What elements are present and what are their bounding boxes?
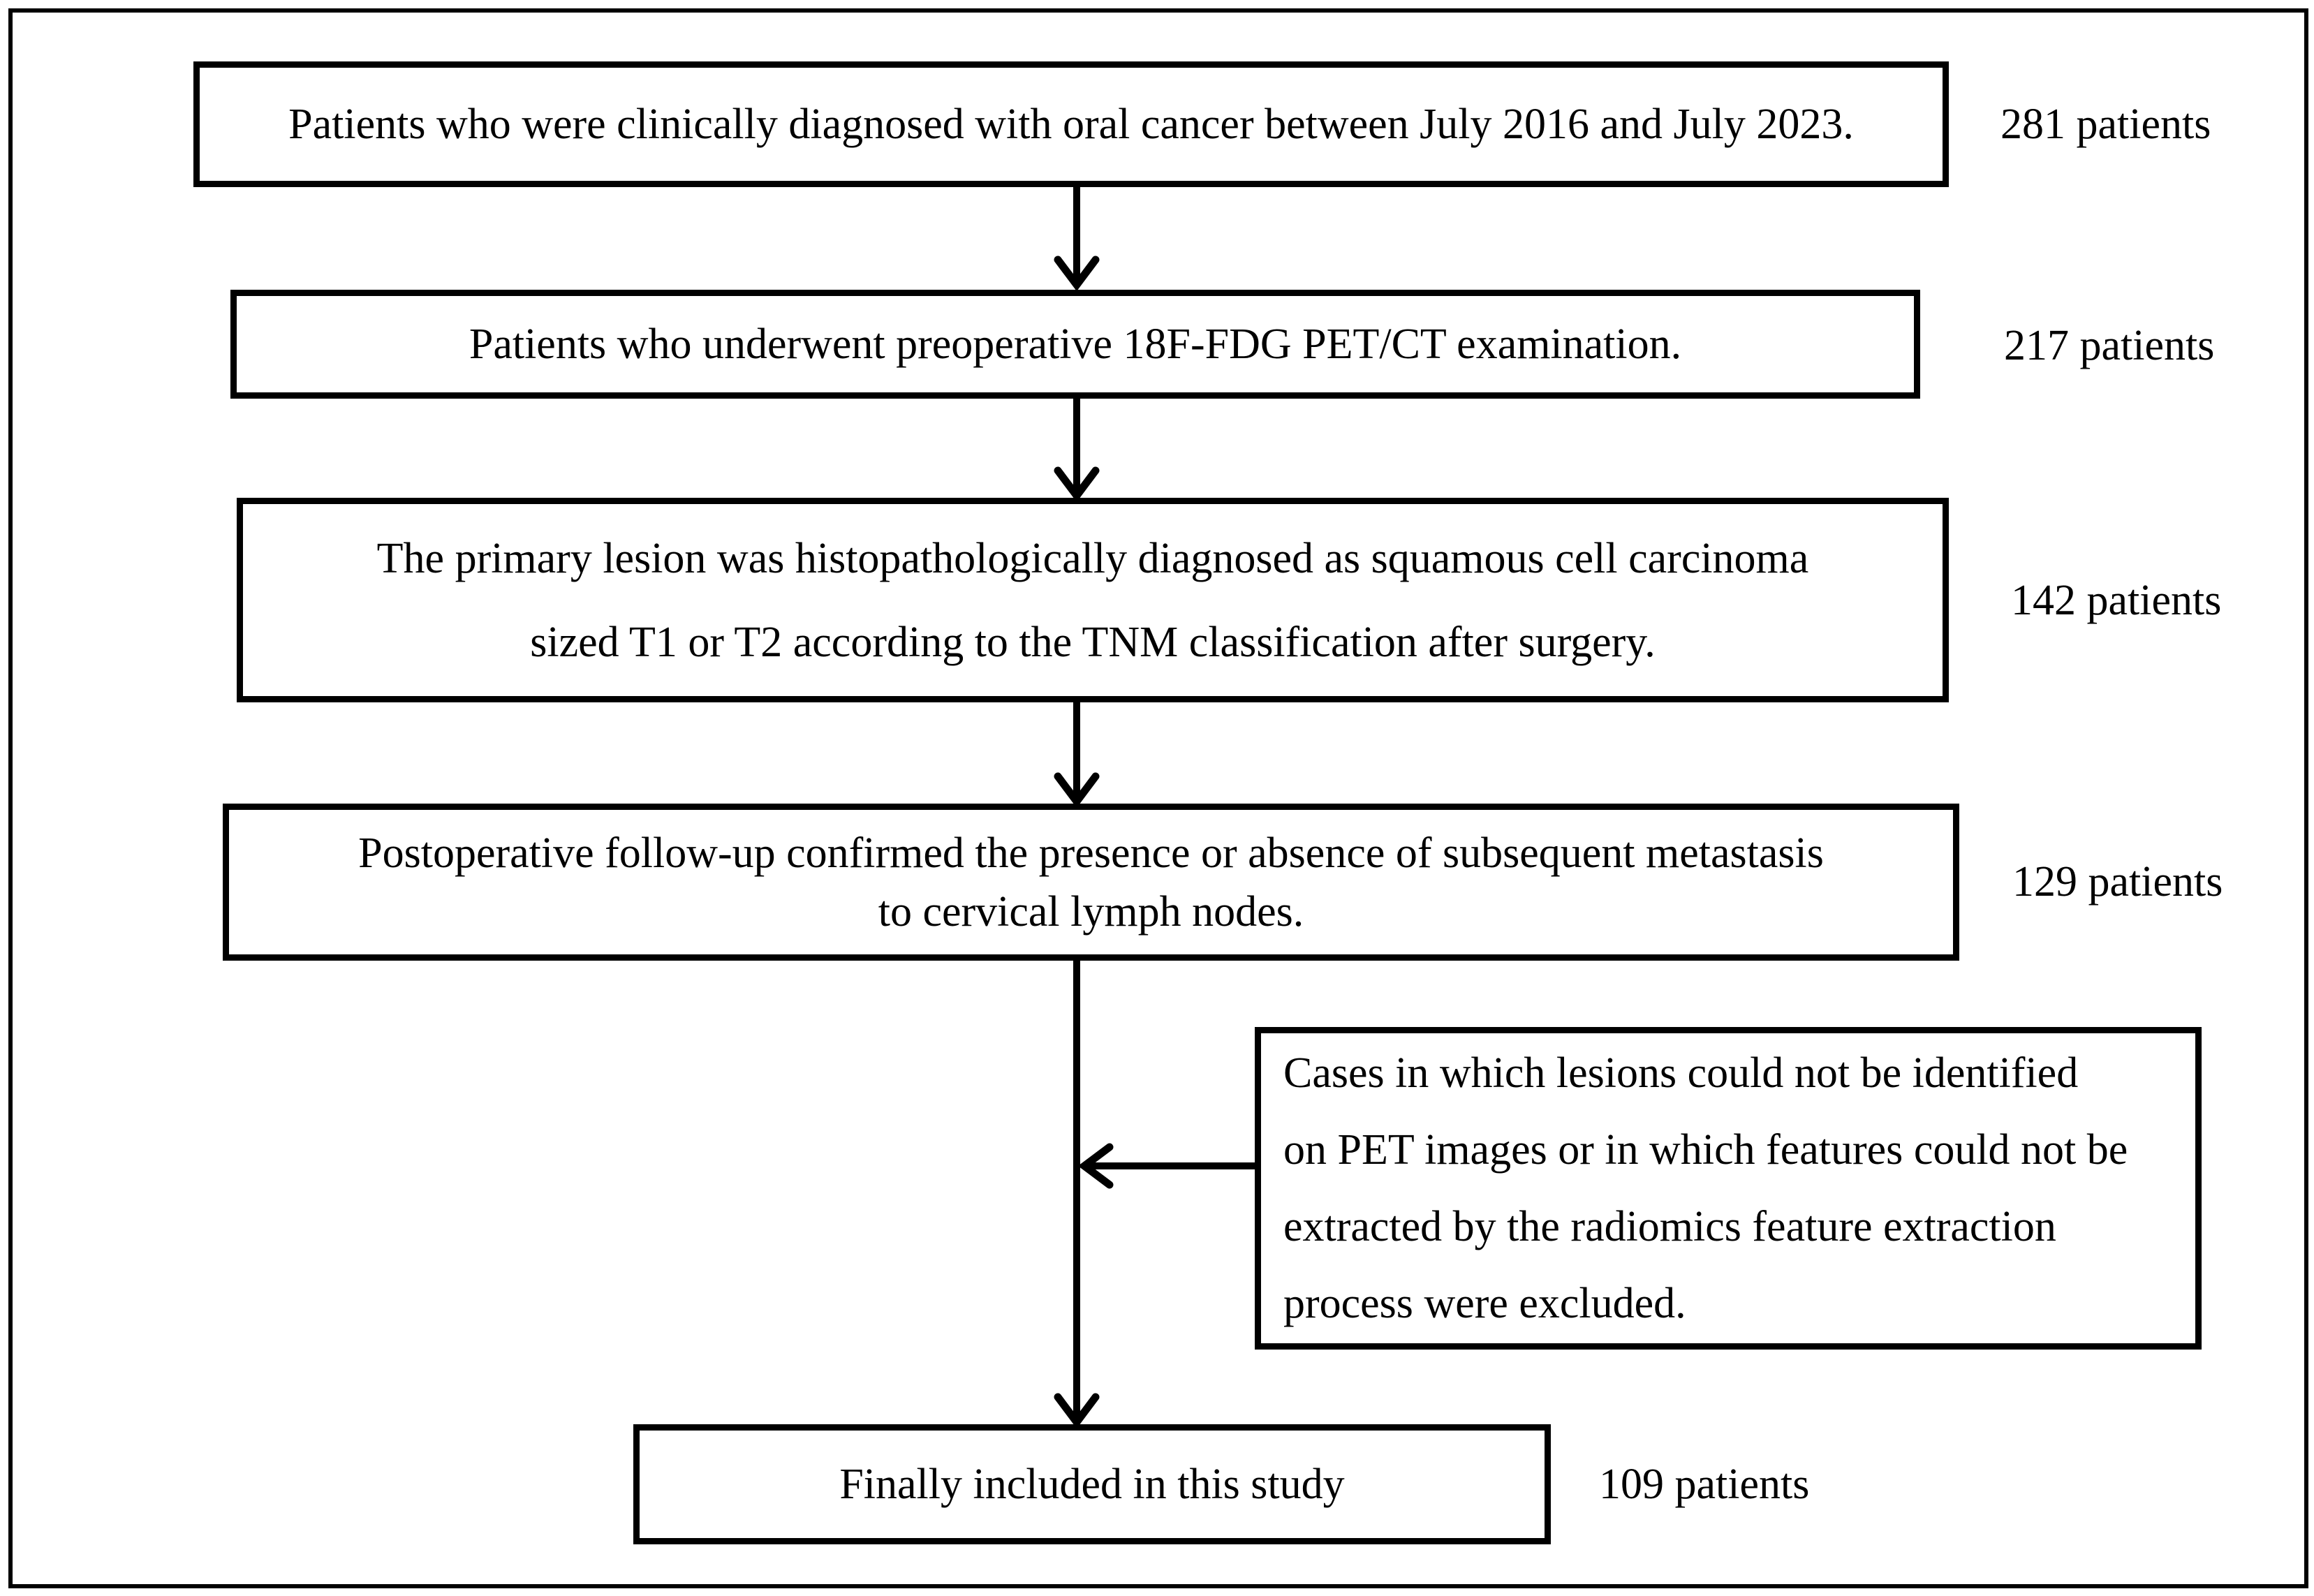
step2-patient-count: 217 patients [2004, 322, 2215, 369]
step4-text-line2: to cervical lymph nodes. [878, 887, 1304, 936]
exclusion-text-line4: process were excluded. [1283, 1280, 1686, 1327]
flow-box-exclusion: Cases in which lesions could not be iden… [1255, 1027, 2202, 1350]
step3-patient-count: 142 patients [2011, 577, 2222, 624]
step1-patient-count: 281 patients [2000, 101, 2211, 148]
flow-box-step2: Patients who underwent preoperative 18F-… [230, 290, 1920, 399]
flow-box-final: Finally included in this study [633, 1424, 1551, 1544]
exclusion-text-line1: Cases in which lesions could not be iden… [1283, 1049, 2079, 1097]
flow-box-step4: Postoperative follow-up confirmed the pr… [223, 804, 1959, 961]
final-patient-count: 109 patients [1599, 1461, 1810, 1508]
step3-text-line1: The primary lesion was histopathological… [376, 534, 1809, 582]
step4-text-line1: Postoperative follow-up confirmed the pr… [358, 829, 1824, 877]
step4-patient-count: 129 patients [2012, 858, 2223, 906]
step2-text: Patients who underwent preoperative 18F-… [469, 320, 1682, 368]
step1-text: Patients who were clinically diagnosed w… [288, 100, 1854, 148]
exclusion-text-line3: extracted by the radiomics feature extra… [1283, 1203, 2056, 1250]
final-text: Finally included in this study [839, 1460, 1345, 1508]
exclusion-text-line2: on PET images or in which features could… [1283, 1126, 2128, 1174]
flow-box-step1: Patients who were clinically diagnosed w… [193, 61, 1949, 187]
step3-text-line2: sized T1 or T2 according to the TNM clas… [530, 618, 1656, 666]
figure-border [8, 8, 2308, 1588]
flow-box-step3: The primary lesion was histopathological… [237, 498, 1949, 702]
